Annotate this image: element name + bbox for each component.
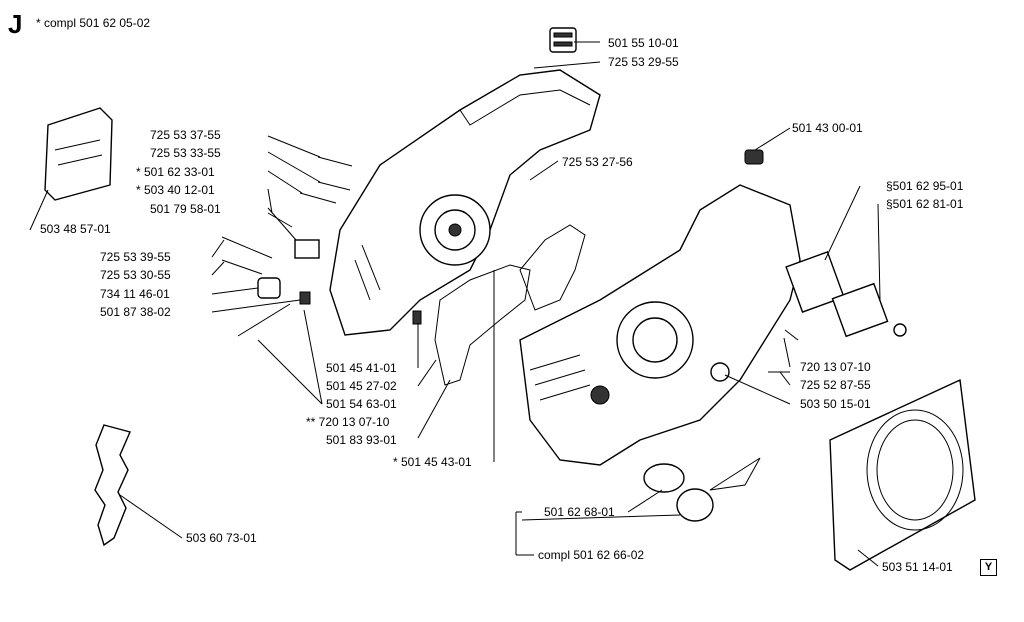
gasket-a bbox=[434, 264, 531, 386]
label-725533355: 725 53 33-55 bbox=[150, 146, 221, 160]
label-725533055: 725 53 30-55 bbox=[100, 268, 171, 282]
cover-plate bbox=[44, 107, 113, 201]
kit-label: * compl 501 62 05-02 bbox=[36, 16, 151, 30]
label-503607301: 503 60 73-01 bbox=[186, 531, 257, 545]
damper-part bbox=[549, 27, 577, 53]
ring-part bbox=[643, 463, 685, 493]
label-725533955: 725 53 39-55 bbox=[100, 250, 171, 264]
label-720130710-a: ** 720 13 07-10 bbox=[306, 415, 390, 429]
bracket bbox=[94, 424, 131, 547]
label-501629501: §501 62 95-01 bbox=[886, 179, 964, 193]
label-compl-501626602: compl 501 62 66-02 bbox=[538, 548, 645, 562]
fan-housing bbox=[829, 378, 976, 571]
label-501628101: §501 62 81-01 bbox=[886, 197, 964, 211]
label-501551001: 501 55 10-01 bbox=[608, 36, 679, 50]
label-501454301: * 501 45 43-01 bbox=[393, 455, 472, 469]
label-501454101: 501 45 41-01 bbox=[326, 361, 397, 375]
label-501626801: 501 62 68-01 bbox=[544, 505, 615, 519]
gasket-b bbox=[519, 224, 586, 311]
label-734114601: 734 11 46-01 bbox=[100, 287, 170, 301]
label-501795801: 501 79 58-01 bbox=[150, 202, 221, 216]
nut-part bbox=[744, 149, 764, 165]
section-letter: J bbox=[8, 9, 23, 39]
leader-lines bbox=[29, 41, 881, 567]
label-725533755: 725 53 37-55 bbox=[150, 128, 221, 142]
corner-mark: Y bbox=[980, 559, 997, 576]
plate-a bbox=[785, 251, 845, 313]
bolts bbox=[221, 156, 422, 337]
label-503501501: 503 50 15-01 bbox=[800, 397, 871, 411]
label-720130710-b: 720 13 07-10 bbox=[800, 360, 871, 374]
label-725532955: 725 53 29-55 bbox=[608, 55, 679, 69]
label-503485701: 503 48 57-01 bbox=[40, 222, 111, 236]
label-503511401: 503 51 14-01 bbox=[882, 560, 953, 574]
label-501623301: * 501 62 33-01 bbox=[136, 165, 215, 179]
label-501838301: 501 83 93-01 bbox=[326, 433, 397, 447]
plug-part bbox=[676, 488, 714, 522]
label-501546301: 501 54 63-01 bbox=[326, 397, 397, 411]
label-501873802: 501 87 38-02 bbox=[100, 305, 171, 319]
label-725532756: 725 53 27-56 bbox=[562, 155, 633, 169]
plate-b bbox=[831, 282, 889, 338]
label-725528755: 725 52 87-55 bbox=[800, 378, 871, 392]
label-501430001: 501 43 00-01 bbox=[792, 121, 863, 135]
label-501452702: 501 45 27-02 bbox=[326, 379, 397, 393]
label-503401201: * 503 40 12-01 bbox=[136, 183, 215, 197]
